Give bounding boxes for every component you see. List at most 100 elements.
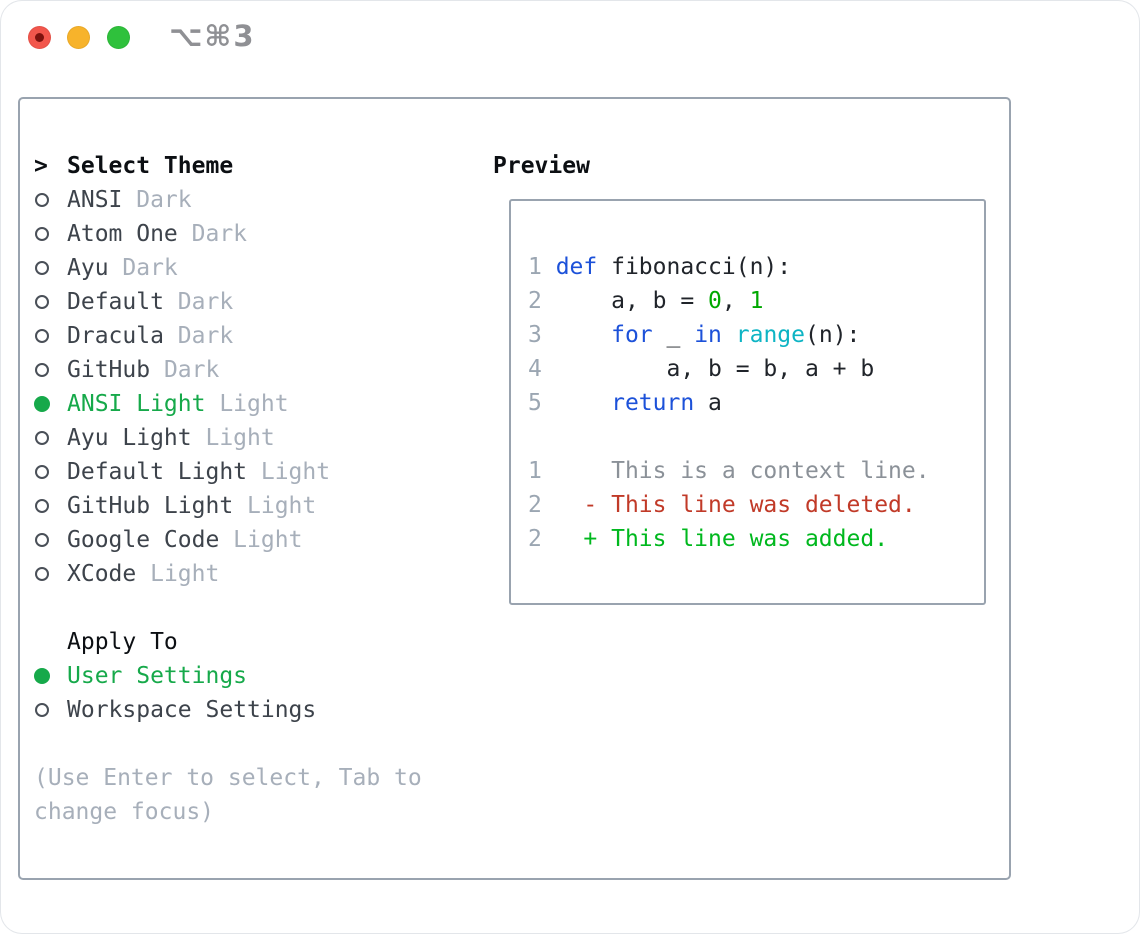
- spacer-row: [34, 727, 468, 761]
- code-token: (n):: [805, 322, 861, 348]
- radio-unselected-icon: [35, 295, 49, 309]
- apply-option-user-settings[interactable]: User Settings: [34, 659, 468, 693]
- theme-list-title: Select Theme: [67, 153, 234, 179]
- theme-variant-tag: Light: [247, 459, 331, 485]
- radio-slot: [34, 396, 67, 412]
- radio-selected-icon: [34, 396, 50, 412]
- code-token: [556, 322, 611, 348]
- theme-variant-tag: Dark: [108, 255, 178, 281]
- code-token: _: [652, 322, 695, 348]
- radio-unselected-icon: [35, 499, 49, 513]
- radio-unselected-icon: [35, 193, 49, 207]
- theme-variant-tag: Dark: [163, 323, 234, 349]
- code-line: [528, 420, 984, 454]
- radio-slot: [34, 329, 67, 343]
- code-line: 4 a, b = b, a + b: [528, 352, 984, 386]
- radio-unselected-icon: [35, 703, 49, 717]
- apply-to-title: Apply To: [67, 629, 178, 655]
- apply-option-workspace-settings[interactable]: Workspace Settings: [34, 693, 468, 727]
- radio-slot: [34, 431, 67, 445]
- close-button[interactable]: [28, 26, 51, 49]
- code-token: [556, 390, 611, 416]
- line-number: 3: [528, 322, 556, 348]
- radio-slot: [34, 499, 67, 513]
- minimize-button[interactable]: [67, 26, 90, 49]
- apply-to-title-row: Apply To: [34, 625, 468, 659]
- theme-name: GitHub Light: [67, 493, 234, 519]
- cursor-icon: >: [34, 153, 48, 179]
- code-line: 2 - This line was deleted.: [528, 488, 984, 522]
- radio-unselected-icon: [35, 329, 49, 343]
- code-line: 2 + This line was added.: [528, 522, 984, 556]
- code-token: fibonacci(n):: [597, 254, 792, 280]
- line-number: 2: [528, 526, 556, 552]
- theme-name: Google Code: [67, 527, 220, 553]
- code-token: def: [555, 254, 598, 280]
- theme-variant-tag: Light: [233, 493, 317, 519]
- theme-variant-tag: Light: [219, 527, 303, 553]
- radio-slot: [34, 227, 67, 241]
- theme-option-ayu[interactable]: Ayu Dark: [34, 251, 468, 285]
- theme-variant-tag: Dark: [122, 187, 192, 213]
- theme-option-ayu-light[interactable]: Ayu Light Light: [34, 421, 468, 455]
- radio-unselected-icon: [35, 261, 49, 275]
- code-token: range: [735, 322, 805, 348]
- code-line: 2 a, b = 0, 1: [528, 284, 984, 318]
- radio-slot: [34, 703, 67, 717]
- radio-slot: [34, 193, 67, 207]
- code-token: a, b = b, a + b: [555, 356, 875, 382]
- theme-option-ansi[interactable]: ANSI Dark: [34, 183, 468, 217]
- theme-option-xcode[interactable]: XCode Light: [34, 557, 468, 591]
- radio-unselected-icon: [35, 363, 49, 377]
- code-token: ,: [721, 288, 750, 314]
- theme-name: GitHub: [67, 357, 151, 383]
- radio-selected-icon: [34, 668, 50, 684]
- apply-option-name: Workspace Settings: [67, 697, 317, 723]
- theme-variant-tag: Dark: [177, 221, 248, 247]
- theme-variant-tag: Light: [191, 425, 275, 451]
- radio-unselected-icon: [35, 431, 49, 445]
- radio-slot: [34, 567, 67, 581]
- theme-variant-tag: Light: [205, 391, 289, 417]
- theme-option-dracula[interactable]: Dracula Dark: [34, 319, 468, 353]
- help-hint: (Use Enter to select, Tab to change focu…: [34, 765, 422, 825]
- line-number: 5: [528, 390, 556, 416]
- radio-slot: [34, 668, 67, 684]
- apply-option-name: User Settings: [67, 663, 248, 689]
- theme-name: XCode: [67, 561, 137, 587]
- theme-option-github-light[interactable]: GitHub Light Light: [34, 489, 468, 523]
- radio-unselected-icon: [35, 533, 49, 547]
- code-line: 5 return a: [528, 386, 984, 420]
- radio-slot: [34, 295, 67, 309]
- theme-variant-tag: Dark: [150, 357, 220, 383]
- line-number: 1: [528, 458, 556, 484]
- theme-option-atom-one[interactable]: Atom One Dark: [34, 217, 468, 251]
- theme-name: Ayu Light: [67, 425, 192, 451]
- theme-option-google-code[interactable]: Google Code Light: [34, 523, 468, 557]
- window-shortcut-label: ⌥⌘3: [169, 19, 256, 53]
- line-number: 4: [528, 356, 556, 382]
- theme-option-default-light[interactable]: Default Light Light: [34, 455, 468, 489]
- theme-option-default[interactable]: Default Dark: [34, 285, 468, 319]
- code-line: 3 for _ in range(n):: [528, 318, 984, 352]
- theme-variant-tag: Light: [136, 561, 220, 587]
- theme-variant-tag: Dark: [163, 289, 234, 315]
- code-token: 0: [708, 288, 722, 314]
- zoom-button[interactable]: [107, 26, 130, 49]
- radio-slot: [34, 533, 67, 547]
- theme-list-title-row: > Select Theme: [34, 149, 468, 183]
- code-line: 1 This is a context line.: [528, 454, 984, 488]
- code-token: a, b =: [555, 288, 709, 314]
- code-line: 1 def fibonacci(n):: [528, 250, 984, 284]
- code-token: This is a context line.: [555, 458, 930, 484]
- theme-option-github[interactable]: GitHub Dark: [34, 353, 468, 387]
- theme-name: Default: [67, 289, 164, 315]
- radio-slot: [34, 465, 67, 479]
- theme-name: Ayu: [67, 255, 109, 281]
- code-token: + This line was added.: [555, 526, 889, 552]
- theme-option-ansi-light[interactable]: ANSI Light Light: [34, 387, 468, 421]
- spacer-row: [34, 591, 468, 625]
